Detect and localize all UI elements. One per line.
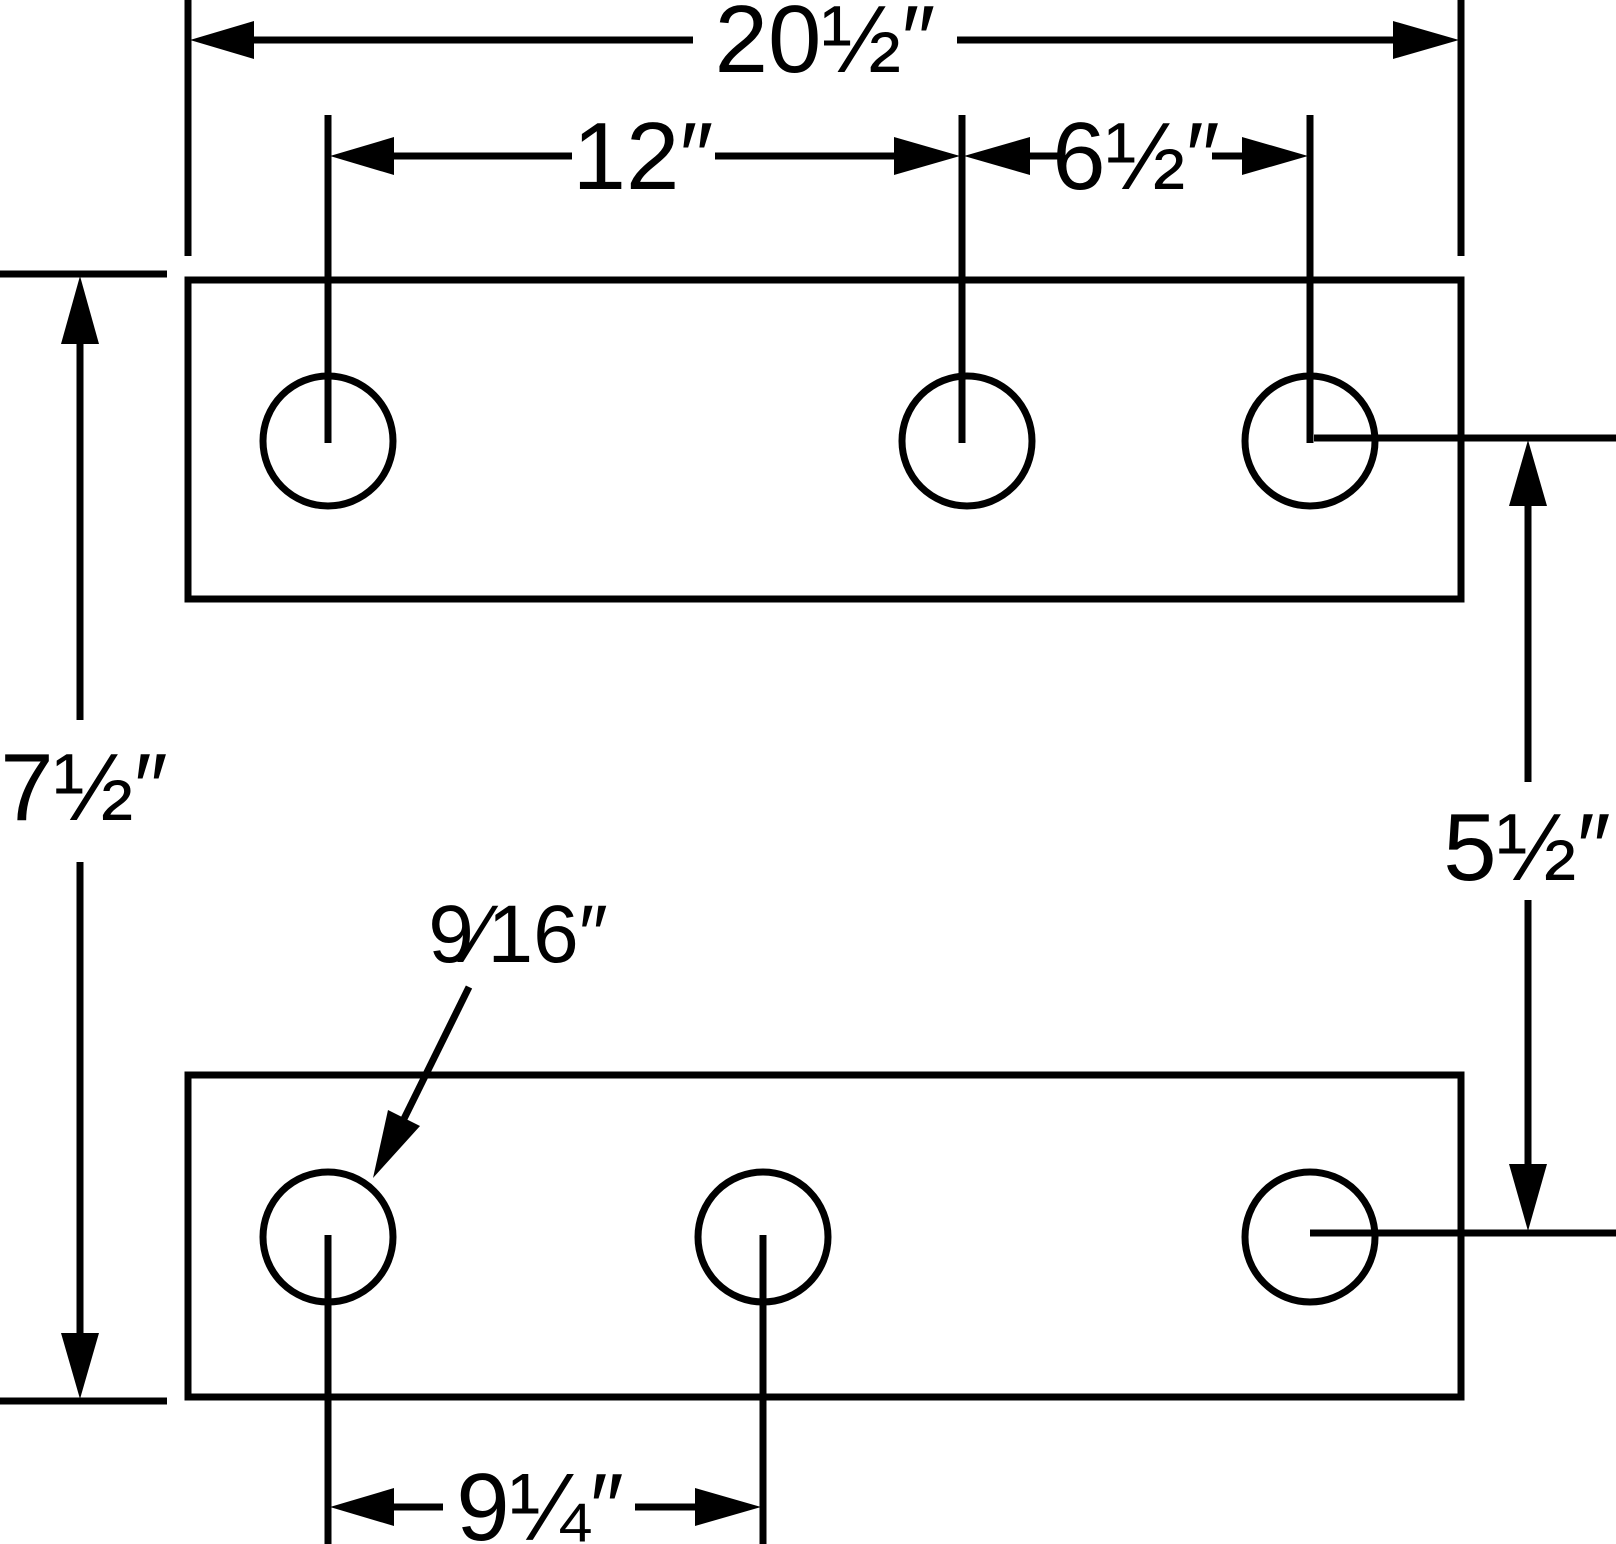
arrowhead-top xyxy=(61,276,99,344)
arrowhead-left xyxy=(330,1488,394,1526)
hole-diameter-label: 9⁄16″ xyxy=(428,889,608,980)
arrowhead-top xyxy=(1509,440,1547,506)
overall-width-label: 20½″ xyxy=(715,0,936,93)
arrowhead-left xyxy=(330,137,394,175)
overall-height-label: 7½″ xyxy=(0,734,167,841)
overall-height-dimension: 7½″ xyxy=(0,270,168,1405)
bottom-spacing-dimension: 9¼″ xyxy=(324,1235,767,1544)
bottom-hole-right xyxy=(1241,1168,1379,1306)
hole-spacing-left-label: 12″ xyxy=(573,103,714,210)
arrowhead-left xyxy=(964,137,1030,175)
top-spacing-dimensions: 12″ 6½″ xyxy=(324,103,1314,443)
bottom-hole-spacing-label: 9¼″ xyxy=(456,1454,623,1544)
hole-row-spacing-label: 5½″ xyxy=(1443,794,1610,901)
hole-diameter-callout: 9⁄16″ xyxy=(373,889,608,1178)
arrowhead-right xyxy=(695,1488,761,1526)
arrowhead-right xyxy=(894,137,960,175)
leader-line xyxy=(393,985,473,1135)
hole-row-spacing-dimension: 5½″ xyxy=(1310,434,1616,1237)
arrowhead-bottom xyxy=(1509,1164,1547,1231)
overall-width-dimension: 20½″ xyxy=(184,0,1465,256)
arrowhead-bottom xyxy=(61,1333,99,1399)
top-plate xyxy=(184,276,1465,603)
arrowhead-right xyxy=(1393,21,1459,59)
top-hole-middle xyxy=(898,372,1036,510)
arrowhead-right xyxy=(1242,137,1308,175)
hole-spacing-right-label: 6½″ xyxy=(1052,103,1219,210)
arrowhead-leader xyxy=(373,1110,420,1178)
arrowhead-left xyxy=(190,21,254,59)
